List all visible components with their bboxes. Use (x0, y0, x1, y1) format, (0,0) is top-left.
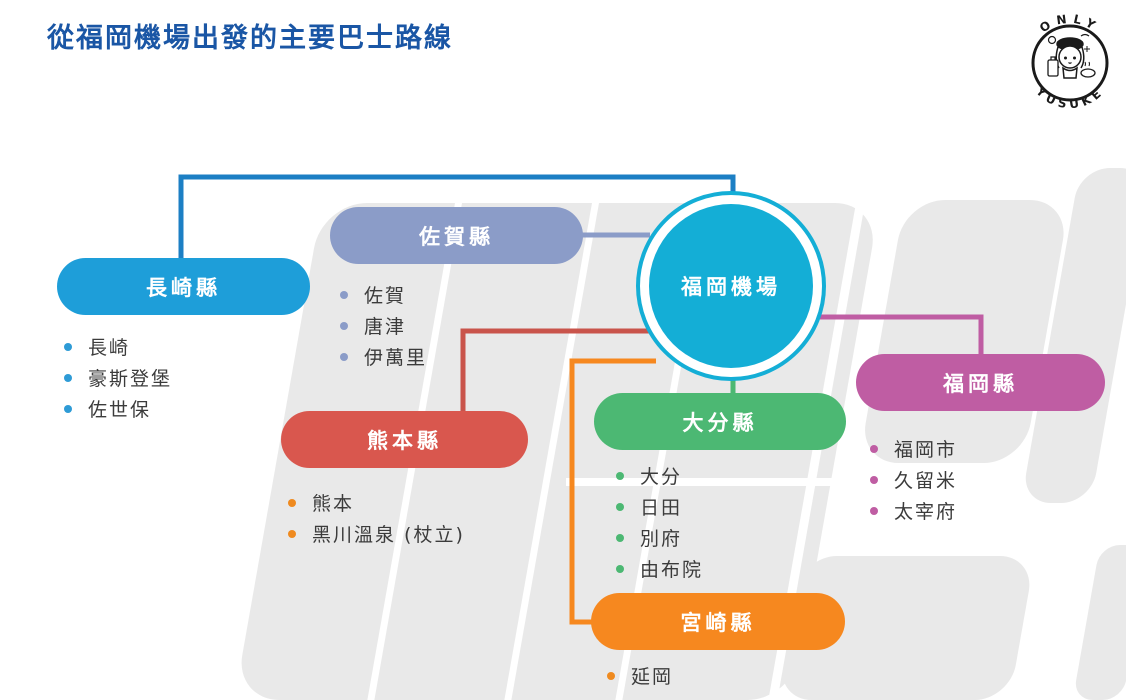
list-item: 由布院 (616, 553, 703, 584)
city-label: 由布院 (640, 559, 704, 581)
city-label: 黑川溫泉 (杖立) (312, 524, 465, 546)
list-item: 伊萬里 (340, 341, 427, 372)
connector-kumamoto (460, 328, 652, 413)
city-list-saga: 佐賀 唐津 伊萬里 (340, 279, 427, 372)
bullet-dot-icon (607, 671, 615, 680)
list-item: 延岡 (607, 660, 673, 691)
page-title: 從福岡機場出發的主要巴士路線 (47, 23, 453, 54)
pill-fukuoka: 福岡縣 (856, 354, 1105, 411)
bullet-dot-icon (340, 321, 348, 330)
list-item: 熊本 (288, 487, 465, 518)
city-label: 別府 (640, 528, 683, 550)
list-item: 別府 (616, 522, 703, 553)
city-list-miyazaki: 延岡 (607, 660, 673, 691)
bullet-dot-icon (288, 529, 296, 538)
connector-miyazaki (569, 358, 656, 625)
city-list-oita: 大分 日田 別府 由布院 (616, 460, 703, 584)
list-item: 豪斯登堡 (64, 362, 172, 393)
bullet-dot-icon (288, 498, 296, 507)
bullet-dot-icon (870, 444, 878, 453)
bullet-dot-icon (340, 290, 348, 299)
list-item: 黑川溫泉 (杖立) (288, 518, 465, 549)
fukuoka-airport-hub: 福岡機場 (636, 191, 826, 381)
bullet-dot-icon (870, 475, 878, 484)
city-label: 唐津 (364, 316, 407, 338)
list-item: 大分 (616, 460, 703, 491)
city-label: 延岡 (631, 666, 674, 688)
city-list-kumamoto: 熊本 黑川溫泉 (杖立) (288, 487, 465, 549)
list-item: 日田 (616, 491, 703, 522)
pill-nagasaki: 長崎縣 (57, 258, 310, 315)
city-label: 太宰府 (894, 501, 958, 523)
list-item: 久留米 (870, 464, 957, 495)
bullet-dot-icon (616, 471, 624, 480)
bullet-dot-icon (64, 373, 72, 382)
pill-kumamoto: 熊本縣 (281, 411, 528, 468)
pill-oita: 大分縣 (594, 393, 846, 450)
bullet-dot-icon (616, 564, 624, 573)
city-label: 久留米 (894, 470, 958, 492)
city-label: 日田 (640, 497, 683, 519)
list-item: 福岡市 (870, 433, 957, 464)
bullet-dot-icon (64, 342, 72, 351)
city-label: 長崎 (88, 337, 131, 359)
city-label: 佐賀 (364, 285, 407, 307)
pill-miyazaki: 宮崎縣 (591, 593, 845, 650)
pill-saga: 佐賀縣 (330, 207, 583, 264)
list-item: 太宰府 (870, 495, 957, 526)
list-item: 佐賀 (340, 279, 427, 310)
city-label: 熊本 (312, 493, 355, 515)
city-label: 大分 (640, 466, 683, 488)
city-label: 伊萬里 (364, 347, 428, 369)
bullet-dot-icon (616, 533, 624, 542)
city-list-fukuoka: 福岡市 久留米 太宰府 (870, 433, 957, 526)
logo-girl-character-icon (1047, 33, 1096, 79)
bullet-dot-icon (64, 404, 72, 413)
connector-nagasaki (178, 174, 736, 260)
list-item: 佐世保 (64, 393, 172, 424)
city-list-nagasaki: 長崎 豪斯登堡 佐世保 (64, 331, 172, 424)
bullet-dot-icon (870, 506, 878, 515)
city-label: 豪斯登堡 (88, 368, 173, 390)
fukuoka-airport-label: 福岡機場 (649, 204, 813, 368)
list-item: 唐津 (340, 310, 427, 341)
only-yusuke-stamp-logo: ONLY YUSUKE (1031, 11, 1109, 111)
background-stripe (566, 478, 866, 486)
list-item: 長崎 (64, 331, 172, 362)
city-label: 佐世保 (88, 399, 152, 421)
bullet-dot-icon (340, 352, 348, 361)
connector-fukuoka (820, 314, 984, 356)
city-label: 福岡市 (894, 439, 958, 461)
bullet-dot-icon (616, 502, 624, 511)
